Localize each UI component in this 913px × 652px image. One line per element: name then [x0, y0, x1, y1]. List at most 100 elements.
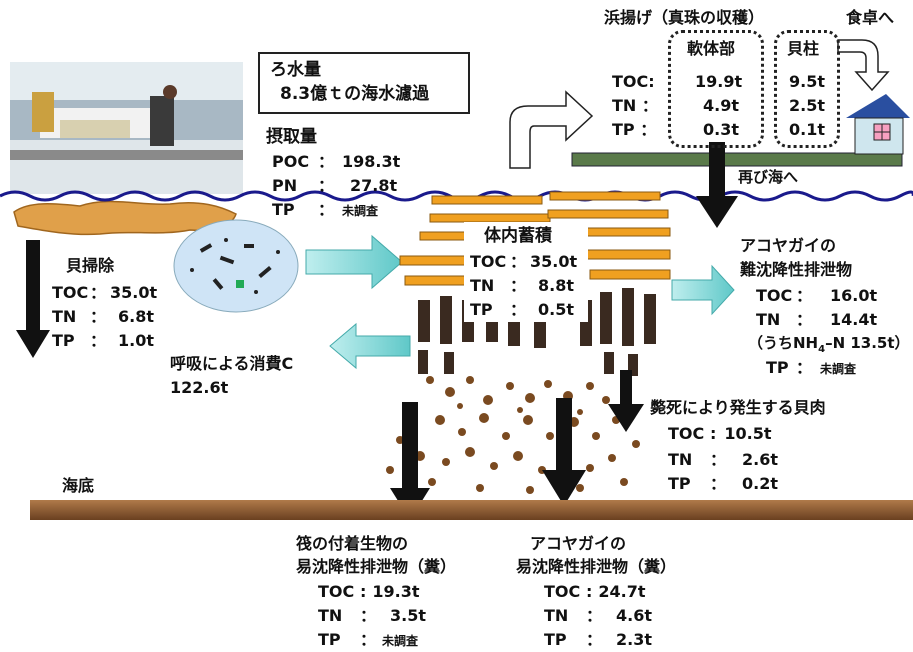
- raft-feces-row: TN ： 3.5t: [318, 606, 426, 626]
- adductor-box: 貝柱 9.5t 2.5t 0.1t: [774, 30, 840, 148]
- accumulation-row: TN：8.8t: [470, 276, 574, 296]
- oyster-feces-arrow-icon: [542, 398, 586, 506]
- seabed-ground: [30, 500, 913, 520]
- dead-shell-key: TP: [668, 474, 691, 493]
- hard-sinking-value: 16.0t: [830, 286, 878, 305]
- harvest-arrow-icon: [509, 90, 594, 169]
- dead-shell-arrow-icon: [608, 370, 644, 432]
- harvest-row-key: TP ：: [612, 120, 657, 139]
- dead-shell-row: TP ： 0.2t: [668, 474, 778, 494]
- accumulation-value: 8.8t: [538, 276, 575, 295]
- filtration-box: ろ水量 8.3億ｔの海水濾過: [258, 52, 470, 114]
- dead-shell-row: TN：2.6t: [668, 450, 778, 470]
- accumulation-row: TP：0.5t: [470, 300, 574, 320]
- shell-cleaning-key: TP: [52, 331, 75, 350]
- hard-sinking-sep: ：: [796, 310, 813, 329]
- raft-feces-value: 3.5t: [390, 606, 427, 625]
- hard-sinking-tp-row: TP ： 未調査: [766, 358, 856, 379]
- intake-row: POC：198.3t: [272, 152, 400, 172]
- return-sea-label: 再び海へ: [738, 168, 799, 186]
- harvest-deck: [571, 152, 903, 167]
- hard-sinking-value: 14.4t: [830, 310, 878, 329]
- raft-feces-key: TP: [318, 630, 341, 649]
- accumulation-key: TP: [470, 300, 493, 319]
- oyster-feces-row: TOC:24.7t: [544, 582, 646, 602]
- intake-title: 摂取量: [266, 127, 317, 147]
- seabed-label: 海底: [62, 476, 95, 495]
- intake-sep: ：: [318, 152, 335, 171]
- shell-cleaning-key: TOC: [52, 283, 89, 302]
- oyster-feces-key: TP: [544, 630, 567, 649]
- respiration-arrow-icon: [329, 322, 411, 370]
- raft-feces-row: TOC:19.3t: [318, 582, 420, 602]
- shell-cleaning-sep: ：: [90, 331, 107, 350]
- table-arrow-icon: [837, 39, 890, 92]
- dead-shell-sep: ：: [710, 474, 727, 493]
- accumulation-row: TOC：35.0t: [470, 252, 577, 272]
- raft-feces-value: 未調査: [382, 634, 419, 648]
- oyster-feces-subtitle: 易沈降性排泄物（糞）: [516, 557, 677, 576]
- raft-feces-subtitle: 易沈降性排泄物（糞）: [296, 557, 457, 576]
- soft-body-value: 4.9t: [703, 96, 739, 115]
- dead-shell-row: TOC:10.5t: [668, 424, 772, 444]
- soft-body-title: 軟体部: [687, 39, 736, 58]
- intake-value: 27.8t: [350, 176, 398, 195]
- filtration-title: ろ水量: [270, 60, 321, 80]
- hard-sinking-note-prefix: （うちNH: [748, 334, 819, 352]
- house-icon: [846, 94, 910, 155]
- accumulation-key: TOC: [470, 252, 507, 271]
- accumulation-box: 体内蓄積 TOC：35.0t TN：8.8t TP：0.5t: [464, 222, 588, 322]
- intake-key: POC: [272, 152, 310, 171]
- intake-row: TP：未調査: [272, 200, 378, 221]
- accumulation-sep: ：: [510, 300, 527, 319]
- dead-shell-key: TOC: [668, 424, 705, 443]
- dead-shell-value: 0.2t: [742, 474, 779, 493]
- oyster-feces-sep: ：: [586, 606, 603, 625]
- raft-feces-value: 19.3t: [372, 582, 420, 601]
- oyster-feces-row: TP：2.3t: [544, 630, 652, 650]
- oyster-feces-key: TN: [544, 606, 569, 625]
- dead-shell-sep: ：: [710, 450, 727, 469]
- shell-cleaning-arrow-icon: [16, 240, 50, 358]
- intake-arrow-icon: [305, 234, 403, 290]
- raft-feces-arrow-icon: [390, 402, 430, 520]
- raft-feces-key: TN: [318, 606, 343, 625]
- shell-cleaning-row: TP：1.0t: [52, 331, 154, 351]
- hard-sinking-subtitle: 難沈降性排泄物: [740, 260, 853, 279]
- adductor-title: 貝柱: [787, 39, 820, 58]
- hard-sinking-note: （うちNH4–N 13.5t）: [748, 333, 910, 360]
- oyster-feces-value: 2.3t: [616, 630, 653, 649]
- adductor-value: 0.1t: [789, 120, 825, 139]
- soft-body-value: 0.3t: [703, 120, 739, 139]
- hard-sinking-tp-value: 未調査: [820, 362, 857, 376]
- intake-key: PN: [272, 176, 298, 195]
- hard-sinking-title: アコヤガイの: [740, 236, 837, 255]
- dead-shell-value: 10.5t: [724, 424, 772, 443]
- accumulation-sep: ：: [510, 252, 527, 271]
- intake-key: TP: [272, 200, 295, 219]
- hard-sinking-tp-sep: ：: [796, 358, 813, 377]
- hard-sinking-tp-key: TP: [766, 358, 789, 377]
- filtration-value: 8.3億ｔの海水濾過: [280, 84, 430, 104]
- harvest-title: 浜揚げ（真珠の収穫）: [604, 8, 765, 27]
- dead-shell-sep: :: [710, 424, 717, 443]
- intake-row: PN：27.8t: [272, 176, 397, 196]
- shell-cleaning-key: TN: [52, 307, 77, 326]
- shell-cleaning-row: TOC：35.0t: [52, 283, 157, 303]
- adductor-value: 9.5t: [789, 72, 825, 91]
- harvest-row-key: TN ：: [612, 96, 658, 115]
- shell-cleaning-row: TN：6.8t: [52, 307, 154, 327]
- shell-debris-cloud: [13, 200, 237, 236]
- dead-shell-key: TN: [668, 450, 693, 469]
- raft-feces-sep: ：: [360, 606, 377, 625]
- soft-body-value: 19.9t: [695, 72, 743, 91]
- dead-shell-title: 斃死により発生する貝肉: [650, 398, 826, 417]
- shell-cleaning-value: 35.0t: [110, 283, 158, 302]
- raft-feces-sep: ：: [360, 630, 377, 649]
- accumulation-value: 35.0t: [530, 252, 578, 271]
- soft-body-box: 軟体部 19.9t 4.9t 0.3t: [668, 30, 764, 148]
- raft-feces-key: TOC: [318, 582, 355, 601]
- oyster-feces-row: TN：4.6t: [544, 606, 652, 626]
- oyster-feces-sep: :: [586, 582, 593, 601]
